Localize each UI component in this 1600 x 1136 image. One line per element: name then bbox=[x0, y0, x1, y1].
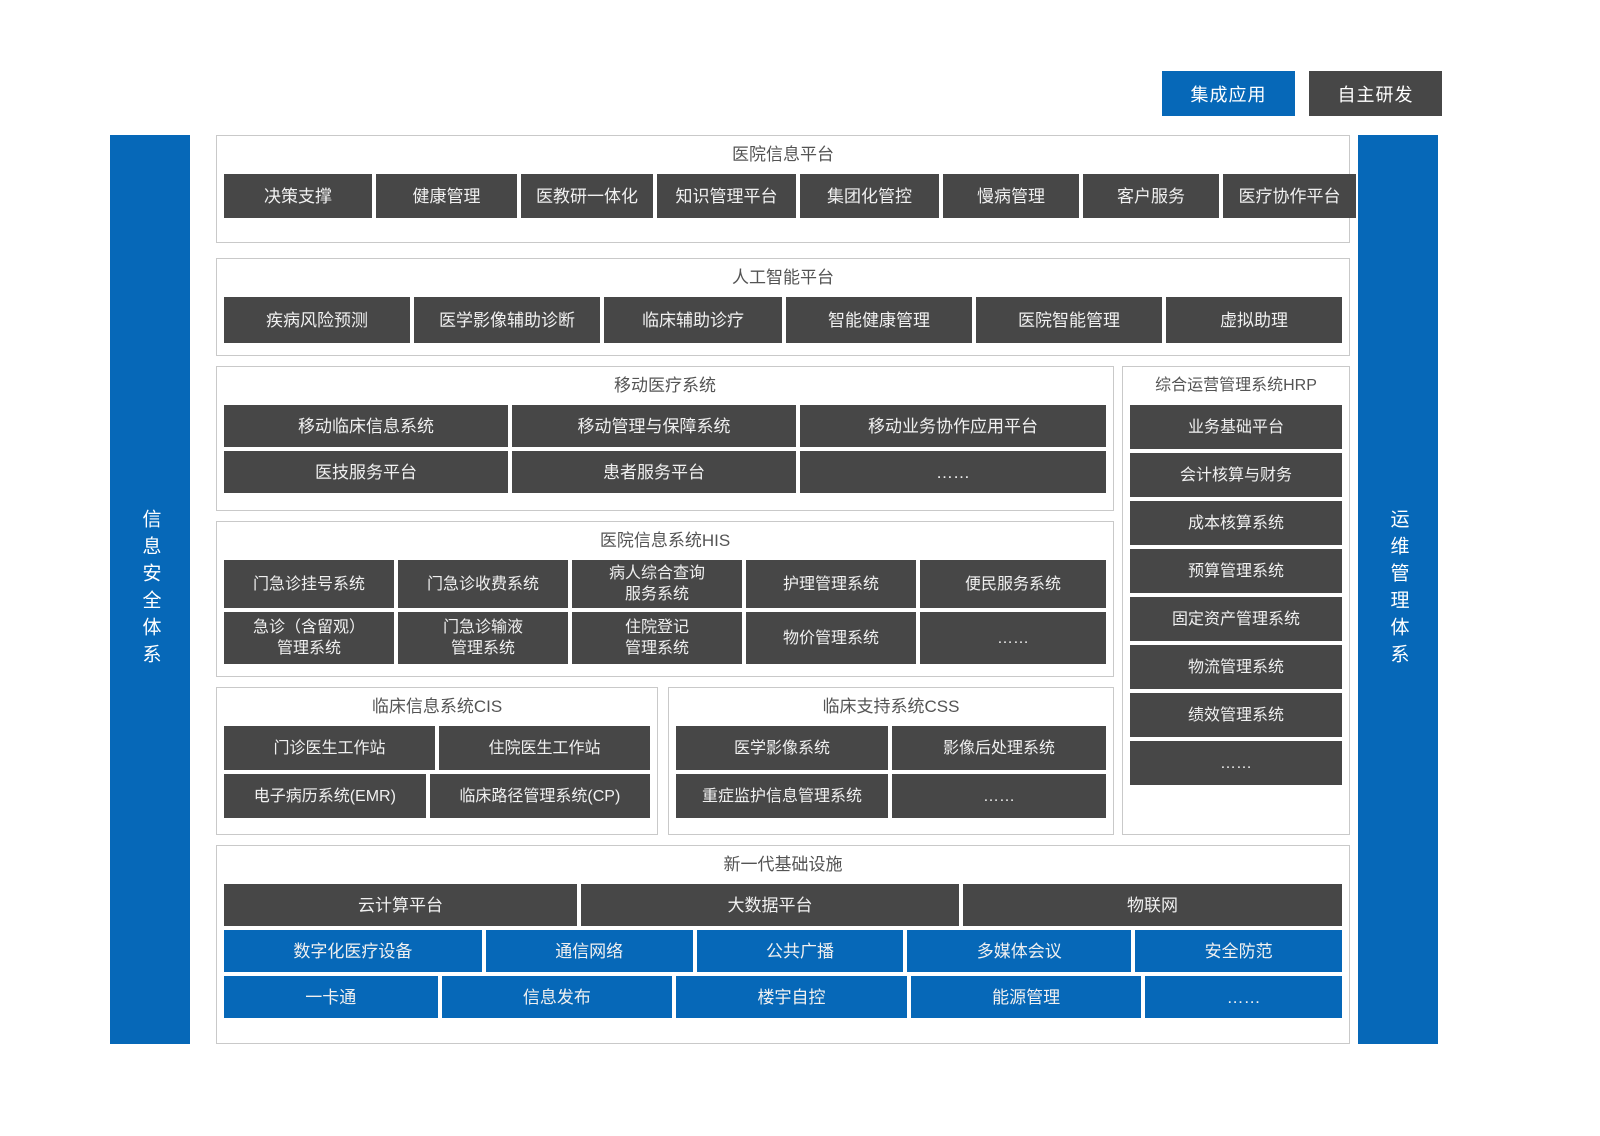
node-customer-service[interactable]: 客户服务 bbox=[1083, 174, 1219, 218]
panel-his: 医院信息系统HIS 门急诊挂号系统 门急诊收费系统 病人综合查询 服务系统 护理… bbox=[216, 521, 1114, 677]
node-disease-risk-prediction[interactable]: 疾病风险预测 bbox=[224, 297, 410, 343]
panel-infrastructure: 新一代基础设施 云计算平台 大数据平台 物联网 数字化医疗设备 通信网络 公共广… bbox=[216, 845, 1350, 1044]
node-security-protection[interactable]: 安全防范 bbox=[1135, 930, 1342, 972]
node-multimedia-conference[interactable]: 多媒体会议 bbox=[907, 930, 1132, 972]
node-mobile-mgmt-support-system[interactable]: 移动管理与保障系统 bbox=[512, 405, 796, 447]
node-icu-info-management[interactable]: 重症监护信息管理系统 bbox=[676, 774, 888, 818]
node-iot[interactable]: 物联网 bbox=[963, 884, 1342, 926]
node-inpatient-doctor-workstation[interactable]: 住院医生工作站 bbox=[439, 726, 650, 770]
node-group-control[interactable]: 集团化管控 bbox=[800, 174, 939, 218]
panel-column: 业务基础平台 会计核算与财务 成本核算系统 预算管理系统 固定资产管理系统 物流… bbox=[1130, 405, 1342, 785]
node-energy-management[interactable]: 能源管理 bbox=[910, 976, 1142, 1018]
node-communication-network[interactable]: 通信网络 bbox=[485, 930, 693, 972]
node-big-data-platform[interactable]: 大数据平台 bbox=[581, 884, 959, 926]
node-performance-management[interactable]: 绩效管理系统 bbox=[1130, 693, 1342, 737]
legend-chip-self-developed[interactable]: 自主研发 bbox=[1309, 71, 1442, 116]
node-clinical-assist-diagnosis[interactable]: 临床辅助诊疗 bbox=[604, 297, 782, 343]
node-emr[interactable]: 电子病历系统(EMR) bbox=[224, 774, 426, 818]
sidebar-information-security-system: 信息安全体系 bbox=[110, 135, 190, 1044]
node-medical-edu-research[interactable]: 医教研一体化 bbox=[521, 174, 653, 218]
panel-hrp: 综合运营管理系统HRP 业务基础平台 会计核算与财务 成本核算系统 预算管理系统… bbox=[1122, 366, 1350, 835]
node-logistics-management[interactable]: 物流管理系统 bbox=[1130, 645, 1342, 689]
node-inpatient-registration[interactable]: 住院登记 管理系统 bbox=[572, 612, 742, 664]
node-medical-imaging-diagnosis[interactable]: 医学影像辅助诊断 bbox=[414, 297, 600, 343]
node-his-more[interactable]: …… bbox=[920, 612, 1106, 664]
node-hospital-smart-management[interactable]: 医院智能管理 bbox=[976, 297, 1162, 343]
node-business-base-platform[interactable]: 业务基础平台 bbox=[1130, 405, 1342, 449]
panel-ai-platform: 人工智能平台 疾病风险预测 医学影像辅助诊断 临床辅助诊疗 智能健康管理 医院智… bbox=[216, 258, 1350, 356]
panel-row: 数字化医疗设备 通信网络 公共广播 多媒体会议 安全防范 bbox=[224, 930, 1342, 972]
panel-row: 重症监护信息管理系统 …… bbox=[676, 774, 1106, 818]
node-decision-support[interactable]: 决策支撑 bbox=[224, 174, 372, 218]
node-digital-medical-equipment[interactable]: 数字化医疗设备 bbox=[224, 930, 482, 972]
panel-row: 电子病历系统(EMR) 临床路径管理系统(CP) bbox=[224, 774, 651, 818]
node-fixed-asset-management[interactable]: 固定资产管理系统 bbox=[1130, 597, 1342, 641]
node-information-release[interactable]: 信息发布 bbox=[441, 976, 673, 1018]
node-patient-query-service[interactable]: 病人综合查询 服务系统 bbox=[572, 560, 742, 608]
panel-row: 医技服务平台 患者服务平台 …… bbox=[224, 451, 1106, 493]
node-public-broadcasting[interactable]: 公共广播 bbox=[696, 930, 904, 972]
panel-row: 决策支撑 健康管理 医教研一体化 知识管理平台 集团化管控 慢病管理 客户服务 … bbox=[224, 174, 1356, 218]
node-price-management[interactable]: 物价管理系统 bbox=[746, 612, 916, 664]
node-infusion-management[interactable]: 门急诊输液 管理系统 bbox=[398, 612, 568, 664]
panel-title: 综合运营管理系统HRP bbox=[1155, 377, 1317, 394]
node-mobile-clinical-info-system[interactable]: 移动临床信息系统 bbox=[224, 405, 508, 447]
panel-mobile-medical-system: 移动医疗系统 移动临床信息系统 移动管理与保障系统 移动业务协作应用平台 医技服… bbox=[216, 366, 1114, 511]
panel-row: 急诊（含留观） 管理系统 门急诊输液 管理系统 住院登记 管理系统 物价管理系统… bbox=[224, 612, 1106, 664]
panel-row: 门诊医生工作站 住院医生工作站 bbox=[224, 726, 650, 770]
panel-css: 临床支持系统CSS 医学影像系统 影像后处理系统 重症监护信息管理系统 …… bbox=[668, 687, 1114, 835]
node-budget-management[interactable]: 预算管理系统 bbox=[1130, 549, 1342, 593]
panel-cis: 临床信息系统CIS 门诊医生工作站 住院医生工作站 电子病历系统(EMR) 临床… bbox=[216, 687, 658, 835]
node-css-more[interactable]: …… bbox=[892, 774, 1106, 818]
panel-title: 临床信息系统CIS bbox=[371, 697, 503, 716]
panel-title: 临床支持系统CSS bbox=[822, 697, 960, 716]
node-building-automation[interactable]: 楼宇自控 bbox=[676, 976, 907, 1018]
node-outpatient-registration[interactable]: 门急诊挂号系统 bbox=[224, 560, 394, 608]
sidebar-right-label: 运维管理体系 bbox=[1387, 508, 1409, 671]
legend: 集成应用 自主研发 bbox=[1162, 71, 1442, 116]
panel-title: 医院信息系统HIS bbox=[599, 531, 731, 550]
node-cloud-computing-platform[interactable]: 云计算平台 bbox=[224, 884, 577, 926]
panel-row: 一卡通 信息发布 楼宇自控 能源管理 …… bbox=[224, 976, 1342, 1018]
node-infrastructure-more[interactable]: …… bbox=[1145, 976, 1342, 1018]
node-health-management[interactable]: 健康管理 bbox=[376, 174, 517, 218]
node-knowledge-platform[interactable]: 知识管理平台 bbox=[657, 174, 796, 218]
node-emergency-observation[interactable]: 急诊（含留观） 管理系统 bbox=[224, 612, 394, 664]
node-accounting-finance[interactable]: 会计核算与财务 bbox=[1130, 453, 1342, 497]
node-patient-service-platform[interactable]: 患者服务平台 bbox=[512, 451, 796, 493]
panel-row: 移动临床信息系统 移动管理与保障系统 移动业务协作应用平台 bbox=[224, 405, 1106, 447]
panel-row: 云计算平台 大数据平台 物联网 bbox=[224, 884, 1342, 926]
node-cost-accounting[interactable]: 成本核算系统 bbox=[1130, 501, 1342, 545]
node-image-postprocessing[interactable]: 影像后处理系统 bbox=[892, 726, 1106, 770]
node-mobile-business-collab[interactable]: 移动业务协作应用平台 bbox=[800, 405, 1106, 447]
panel-title: 移动医疗系统 bbox=[614, 376, 716, 395]
node-virtual-assistant[interactable]: 虚拟助理 bbox=[1166, 297, 1342, 343]
sidebar-operations-management-system: 运维管理体系 bbox=[1358, 135, 1438, 1044]
node-convenience-service[interactable]: 便民服务系统 bbox=[920, 560, 1106, 608]
panel-title: 医院信息平台 bbox=[732, 145, 834, 164]
panel-title: 新一代基础设施 bbox=[723, 855, 843, 874]
node-chronic-disease-mgmt[interactable]: 慢病管理 bbox=[943, 174, 1079, 218]
node-all-in-one-card[interactable]: 一卡通 bbox=[224, 976, 438, 1018]
panel-title: 人工智能平台 bbox=[732, 268, 834, 287]
sidebar-left-label: 信息安全体系 bbox=[139, 508, 161, 671]
node-smart-health-management[interactable]: 智能健康管理 bbox=[786, 297, 972, 343]
node-clinical-pathway[interactable]: 临床路径管理系统(CP) bbox=[429, 774, 651, 818]
node-hrp-more[interactable]: …… bbox=[1130, 741, 1342, 785]
node-nursing-management[interactable]: 护理管理系统 bbox=[746, 560, 916, 608]
panel-row: 疾病风险预测 医学影像辅助诊断 临床辅助诊疗 智能健康管理 医院智能管理 虚拟助… bbox=[224, 297, 1342, 343]
panel-row: 医学影像系统 影像后处理系统 bbox=[676, 726, 1106, 770]
panel-row: 门急诊挂号系统 门急诊收费系统 病人综合查询 服务系统 护理管理系统 便民服务系… bbox=[224, 560, 1106, 608]
node-medical-imaging-system[interactable]: 医学影像系统 bbox=[676, 726, 888, 770]
node-mobile-more[interactable]: …… bbox=[800, 451, 1106, 493]
node-medical-collaboration[interactable]: 医疗协作平台 bbox=[1223, 174, 1356, 218]
node-outpatient-doctor-workstation[interactable]: 门诊医生工作站 bbox=[224, 726, 435, 770]
node-outpatient-billing[interactable]: 门急诊收费系统 bbox=[398, 560, 568, 608]
legend-chip-integrated-application[interactable]: 集成应用 bbox=[1162, 71, 1295, 116]
panel-hospital-information-platform: 医院信息平台 决策支撑 健康管理 医教研一体化 知识管理平台 集团化管控 慢病管… bbox=[216, 135, 1356, 243]
node-medtech-service-platform[interactable]: 医技服务平台 bbox=[224, 451, 508, 493]
